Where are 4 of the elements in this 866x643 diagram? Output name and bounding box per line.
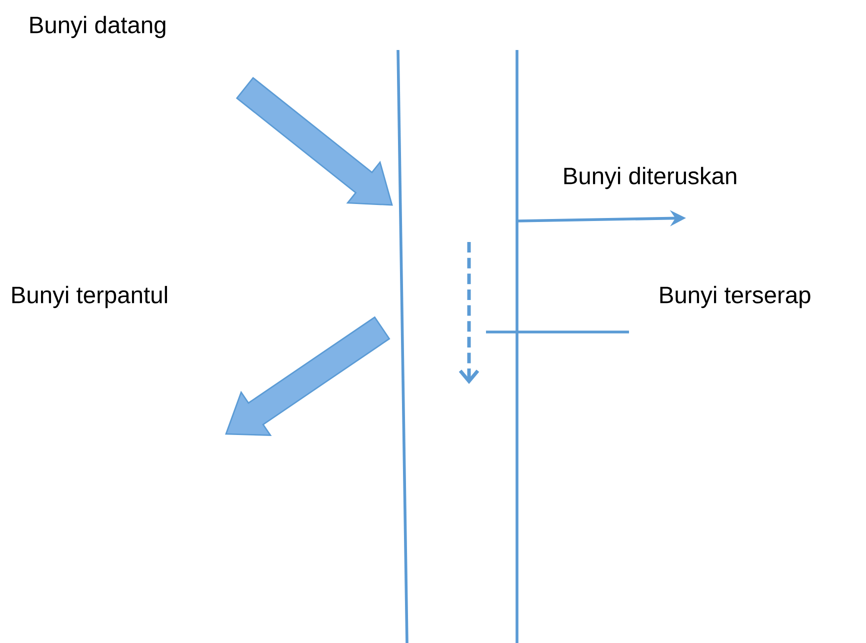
- label-text: Bunyi datang: [30, 16, 166, 38]
- label-text: Bunyi terpantul: [12, 286, 167, 308]
- label-text: Bunyi terserap: [660, 286, 810, 308]
- label-text: Bunyi diteruskan: [564, 166, 736, 190]
